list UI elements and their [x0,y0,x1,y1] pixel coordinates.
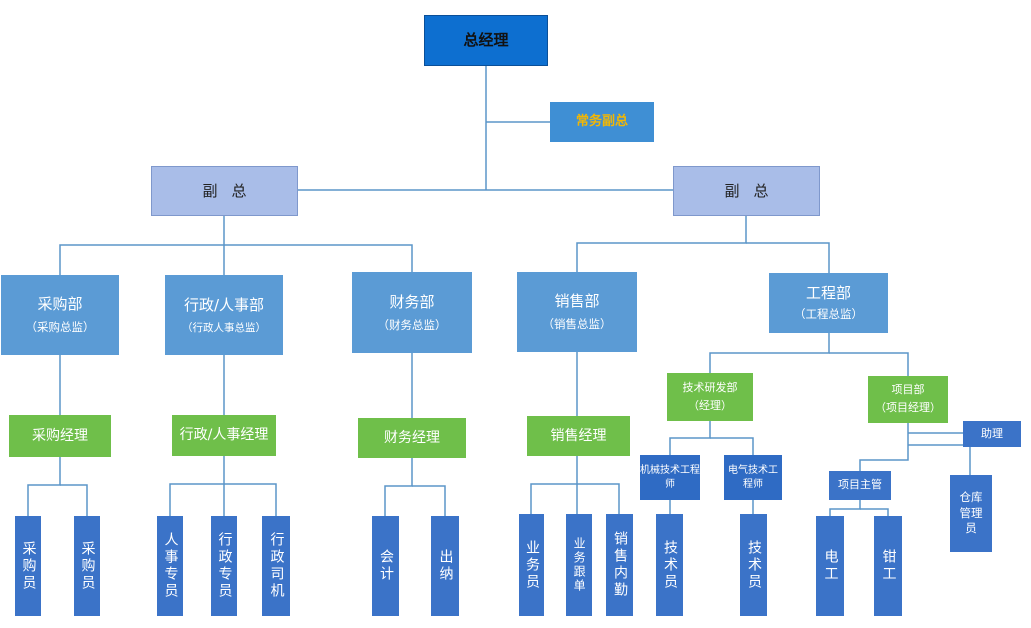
dept-head: （采购总监） [25,320,95,335]
staff-sales-followup: 业务跟单 [566,514,592,616]
project-supervisor-box: 项目主管 [829,471,891,500]
manager-sales: 销售经理 [527,416,630,456]
staff-electrician: 电工 [816,516,844,616]
dept-finance: 财务部 （财务总监） [352,272,472,353]
staff-technician-1: 技术员 [656,514,683,616]
vp-left-box: 副总 [151,166,298,216]
dept-head: （财务总监） [377,317,447,332]
manager-purchasing: 采购经理 [9,415,111,457]
staff-purchasing-1: 采购员 [15,516,41,616]
staff-admin-driver: 行政司机 [262,516,290,616]
dept-name: 销售部 [554,292,600,311]
dept-admin-hr: 行政/人事部 （行政人事总监） [165,275,283,355]
staff-admin-specialist: 行政专员 [211,516,237,616]
staff-salesman: 业务员 [519,514,544,616]
dept-head: （工程总监） [794,307,863,322]
dept-name: 采购部 [37,295,83,314]
tech-rd-head: （经理） [688,398,732,412]
tech-rd-name: 技术研发部 [682,380,738,394]
staff-technician-2: 技术员 [740,514,767,616]
staff-sales-office: 销售内勤 [606,514,633,616]
dept-head: （销售总监） [542,317,612,332]
staff-hr-specialist: 人事专员 [157,516,183,616]
mech-engineer-box: 机械技术工程师 [640,455,700,500]
warehouse-keeper-box: 仓库管理员 [950,475,992,552]
dept-purchasing: 采购部 （采购总监） [1,275,119,355]
staff-purchasing-2: 采购员 [74,516,100,616]
dept-sales: 销售部 （销售总监） [517,272,637,352]
dept-name: 工程部 [805,284,851,303]
project-dept-name: 项目部 [891,383,925,397]
staff-cashier: 出纳 [431,516,459,616]
exec-vp-box: 常务副总 [550,102,654,142]
dept-name: 财务部 [389,292,435,311]
manager-admin-hr: 行政/人事经理 [172,415,276,456]
project-dept-head: （项目经理） [875,401,941,414]
staff-fitter: 钳工 [874,516,902,616]
project-dept-box: 项目部 （项目经理） [868,376,948,423]
assistant-box: 助理 [963,421,1021,447]
manager-finance: 财务经理 [358,418,466,458]
dept-engineering: 工程部 （工程总监） [769,273,888,333]
dept-name: 行政/人事部 [183,295,265,314]
tech-rd-box: 技术研发部 （经理） [667,373,753,421]
staff-accountant: 会计 [372,516,399,616]
elec-engineer-box: 电气技术工程师 [724,455,782,500]
vp-right-box: 副总 [673,166,820,216]
dept-head: （行政人事总监） [182,322,266,335]
ceo-box: 总经理 [424,15,548,66]
